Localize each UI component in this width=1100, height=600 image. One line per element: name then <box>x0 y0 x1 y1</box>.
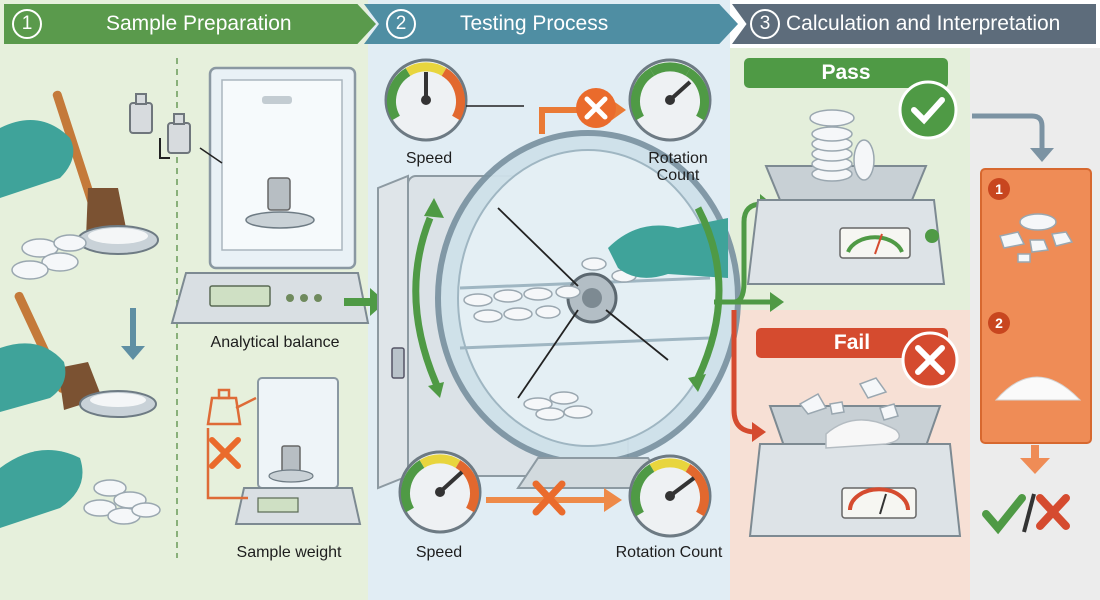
speed-label-bottom: Speed <box>415 544 463 561</box>
step-2-number: 2 <box>386 9 416 39</box>
rotation-label-bottom: Rotation Count <box>615 544 723 561</box>
rotation-label-top-line2: Count <box>656 167 700 184</box>
outcome-illustration <box>994 213 1082 401</box>
gauge-icon <box>384 58 468 142</box>
pass-banner: Pass <box>744 58 948 88</box>
step-3-title: Calculation and Interpretation <box>786 12 1061 35</box>
sample-balance <box>234 377 362 525</box>
cross-icon <box>209 437 241 469</box>
step-2-title: Testing Process <box>460 12 609 35</box>
check-icon <box>898 80 958 140</box>
sample-weight-label: Sample weight <box>236 544 342 561</box>
analytical-balance <box>170 66 370 324</box>
tablet-icon <box>11 234 87 280</box>
speed-label-top: Speed <box>405 150 453 167</box>
step-3-number: 3 <box>750 9 780 39</box>
step-1-number: 1 <box>12 9 42 39</box>
step-2-header: 2 Testing Process <box>364 4 738 44</box>
sample-preparation-illustration <box>0 58 370 558</box>
step-3-header: 3 Calculation and Interpretation <box>732 4 1096 44</box>
testing-process-illustration <box>344 58 741 538</box>
outcome-column: 1 2 <box>980 168 1092 444</box>
interpretation-illustration <box>714 80 1070 537</box>
outcome-2-badge: 2 <box>988 312 1010 334</box>
step-1-title: Sample Preparation <box>106 12 292 35</box>
weight-icon <box>129 93 191 154</box>
step-1-header: 1 Sample Preparation <box>4 4 376 44</box>
outcome-1-badge: 1 <box>988 178 1010 200</box>
analytical-balance-label: Analytical balance <box>210 334 340 351</box>
rotation-label-top-line1: Rotation <box>648 150 708 167</box>
